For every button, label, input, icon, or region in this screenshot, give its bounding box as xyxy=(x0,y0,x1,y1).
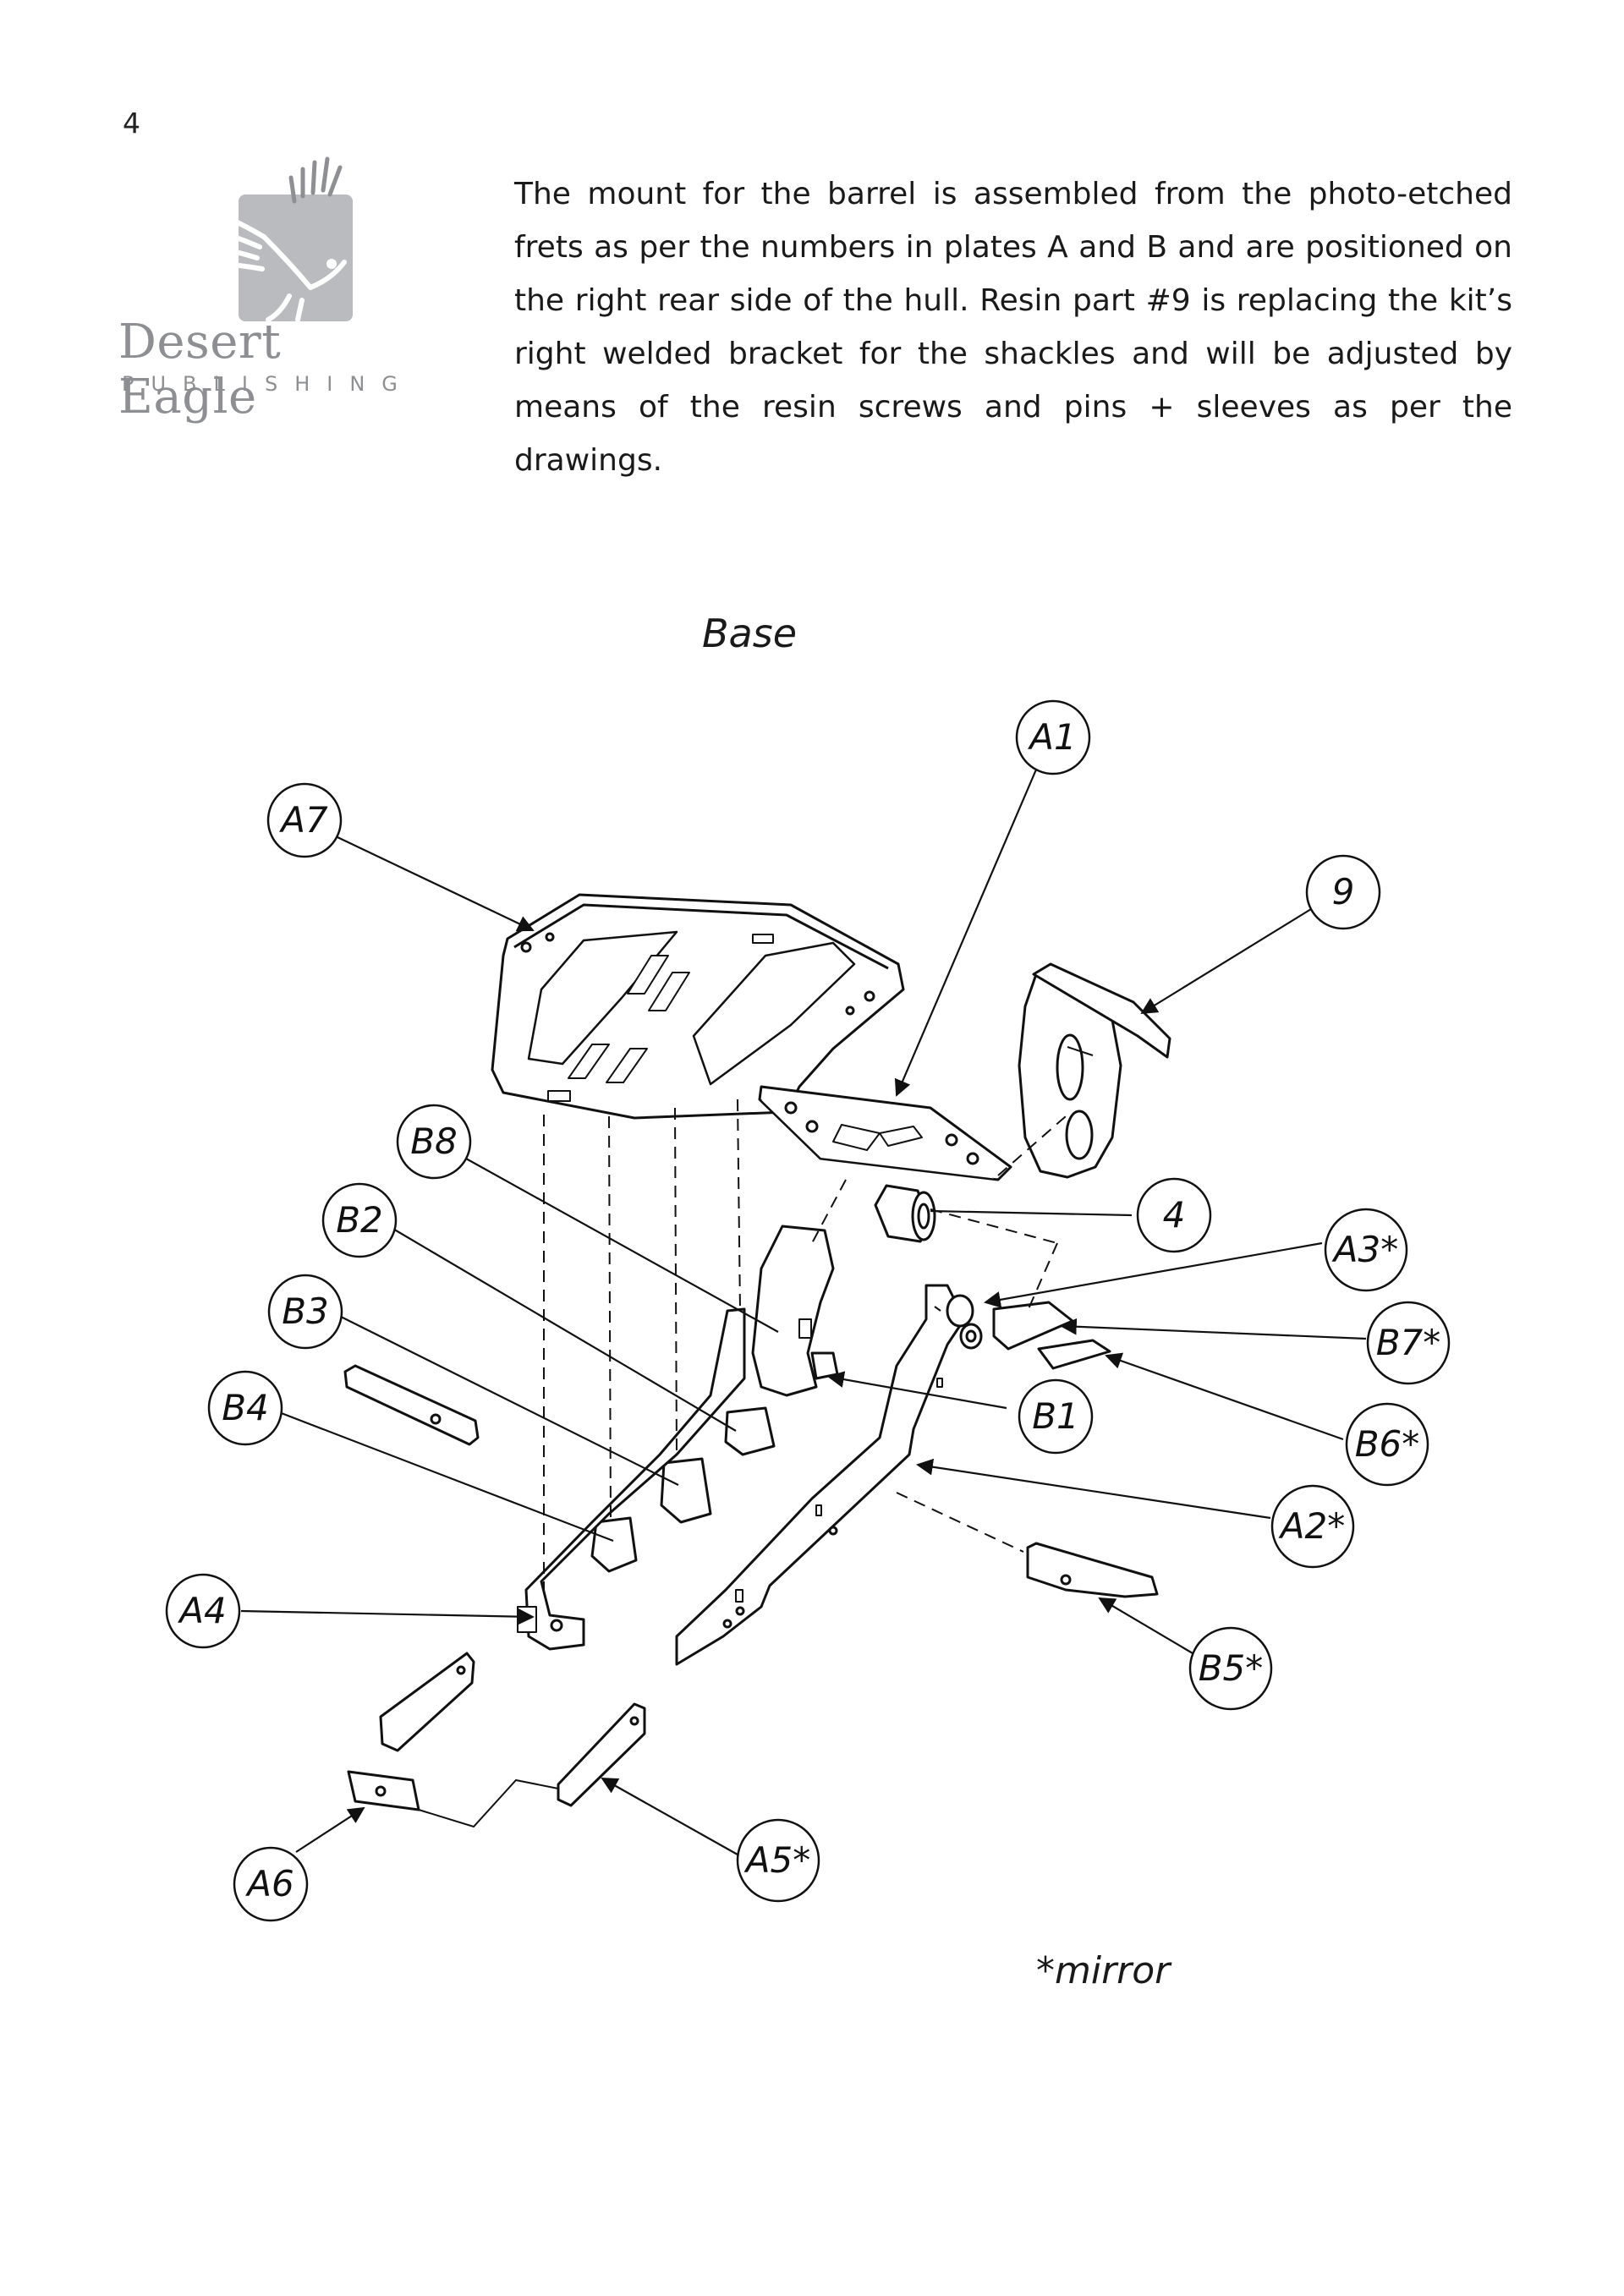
part-a6-plate xyxy=(347,1770,420,1811)
callout-9: 9 xyxy=(1305,854,1381,930)
part-b4-plate xyxy=(590,1516,638,1573)
callout-b1: B1 xyxy=(1018,1378,1094,1455)
callout-a1-label: A1 xyxy=(1027,716,1076,758)
part-b3-plate xyxy=(660,1457,712,1524)
part-b7-wedge xyxy=(992,1301,1074,1351)
callout-4: 4 xyxy=(1136,1177,1212,1253)
part-a1-plate xyxy=(758,1085,1012,1181)
part-a2-side-frame xyxy=(675,1284,966,1666)
assembly-diagram: A1 A7 9 B8 B2 4 A3* B3 B7* B4 B1 B6* A2*… xyxy=(165,699,1451,1922)
part-b5-loose-strip xyxy=(1026,1542,1159,1598)
callout-9-label: 9 xyxy=(1332,871,1355,912)
callout-4-label: 4 xyxy=(1163,1194,1186,1236)
logo-name: Desert Eagle xyxy=(118,315,282,425)
callout-a4-label: A4 xyxy=(177,1590,226,1631)
diagram-title: Base xyxy=(702,611,798,656)
callout-b1-label: B1 xyxy=(1032,1395,1079,1437)
callout-b2-label: B2 xyxy=(336,1199,383,1241)
part-b3-loose-strip xyxy=(343,1364,480,1446)
callout-a5-label: A5* xyxy=(743,1839,810,1881)
part-b6-wedge xyxy=(1037,1339,1111,1370)
callout-a1: A1 xyxy=(1015,699,1091,775)
callout-b6: B6* xyxy=(1345,1402,1429,1487)
callout-b6-label: B6* xyxy=(1355,1423,1420,1465)
part-a7-top-plate xyxy=(491,893,905,1120)
callout-a2: A2* xyxy=(1270,1484,1355,1569)
eagle-icon xyxy=(168,156,353,321)
intro-paragraph: The mount for the barrel is assembled fr… xyxy=(514,177,1512,478)
part-b8-upright xyxy=(751,1225,835,1397)
part-a3-pin xyxy=(946,1294,983,1350)
logo-tagline: PUBLISHING xyxy=(122,372,414,396)
callout-b3: B3 xyxy=(267,1274,343,1350)
callout-b3-label: B3 xyxy=(282,1290,329,1332)
part-a4-side-frame xyxy=(517,1307,746,1651)
callout-b5: B5* xyxy=(1188,1626,1273,1711)
part-4-sleeve xyxy=(874,1184,936,1243)
callout-b5-label: B5* xyxy=(1199,1647,1264,1689)
publisher-logo: Desert Eagle PUBLISHING xyxy=(118,152,414,425)
mirror-footnote: *mirror xyxy=(1036,1949,1171,1992)
part-b1-tab xyxy=(810,1351,839,1380)
callout-b7: B7* xyxy=(1366,1301,1451,1385)
callout-a3-label: A3* xyxy=(1331,1229,1398,1270)
callout-b2: B2 xyxy=(321,1182,398,1258)
page-number: 4 xyxy=(123,107,140,140)
part-b2-plate xyxy=(724,1406,776,1456)
callout-a7-label: A7 xyxy=(278,799,328,841)
callout-a6-label: A6 xyxy=(244,1863,294,1904)
callout-b8: B8 xyxy=(396,1104,472,1180)
callout-b7-label: B7* xyxy=(1376,1322,1441,1363)
callout-b4: B4 xyxy=(207,1370,283,1446)
callout-b4-label: B4 xyxy=(222,1387,269,1428)
callout-a6: A6 xyxy=(233,1846,309,1922)
callout-a2-label: A2* xyxy=(1278,1505,1345,1547)
part-a5-lower-strip xyxy=(557,1702,646,1807)
callout-a5: A5* xyxy=(736,1818,820,1903)
callout-b8-label: B8 xyxy=(410,1121,458,1162)
callout-a3: A3* xyxy=(1324,1208,1408,1292)
callout-a7: A7 xyxy=(266,782,343,858)
callout-a4: A4 xyxy=(165,1573,241,1649)
part-a5-upper-strip xyxy=(379,1652,475,1752)
part-9-resin-bracket xyxy=(1018,962,1171,1179)
